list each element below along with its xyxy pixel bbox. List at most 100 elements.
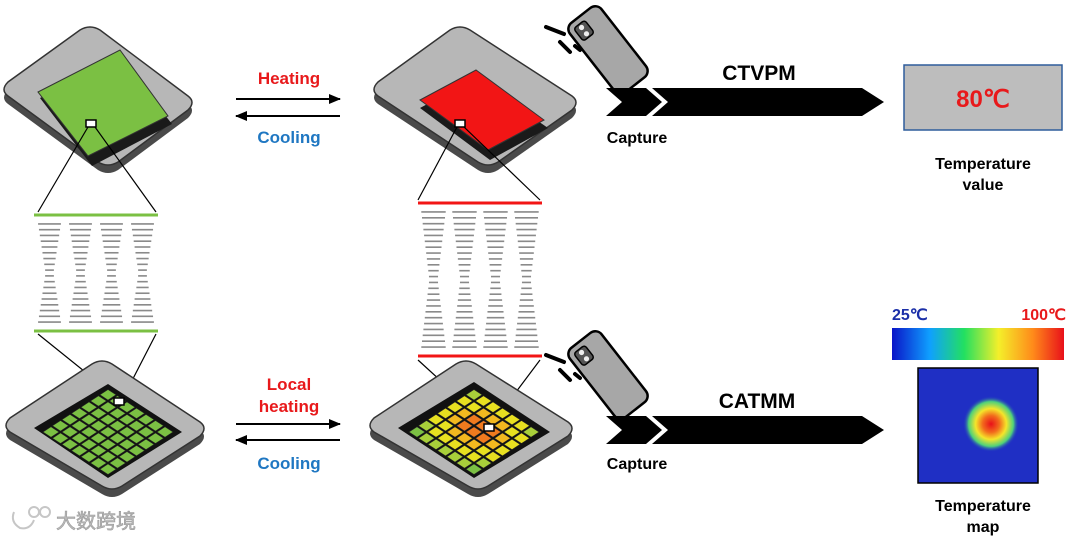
pixel-cell bbox=[70, 432, 89, 444]
pixel-cell bbox=[137, 426, 155, 438]
pixel-cell bbox=[127, 432, 146, 444]
pixel-cell bbox=[61, 426, 79, 438]
pixel-cell bbox=[512, 420, 531, 432]
pixel-cell bbox=[99, 389, 117, 401]
temperature-readout-value: 80℃ bbox=[956, 86, 1010, 113]
output-caption-bottom-line1: Temperature bbox=[935, 498, 1031, 515]
pixel-cell bbox=[156, 426, 174, 438]
heating-label: Heating bbox=[258, 69, 320, 88]
pixel-cell bbox=[436, 420, 455, 432]
pixel-cell bbox=[474, 457, 493, 469]
pixel-cell bbox=[465, 401, 483, 413]
pixel-cell bbox=[436, 444, 455, 457]
device-top-cool bbox=[3, 26, 193, 213]
pixel-cell bbox=[70, 407, 89, 420]
pixel-cell bbox=[99, 438, 117, 451]
local-heating-label-line1: Local bbox=[267, 375, 311, 394]
pixel-cell bbox=[42, 426, 60, 438]
pixel-cell bbox=[417, 432, 436, 444]
fiber-stack-hot bbox=[418, 201, 542, 358]
watermark-text: 大数跨境 bbox=[56, 509, 136, 533]
pixel-cell bbox=[137, 438, 155, 451]
pixel-cell bbox=[503, 413, 521, 426]
pixel-cell bbox=[465, 389, 483, 401]
pixel-cell bbox=[465, 426, 483, 438]
pixel-cell bbox=[455, 444, 474, 457]
cooling-label-bottom: Cooling bbox=[257, 454, 320, 473]
temperature-map-hotspot bbox=[963, 396, 1019, 452]
pixel-cell bbox=[465, 463, 483, 475]
scale-max-label: 100℃ bbox=[1021, 307, 1066, 324]
camera-flash-icon-bottom bbox=[544, 353, 582, 382]
temperature-readout-box bbox=[903, 64, 1063, 131]
pixel-cell bbox=[80, 413, 98, 426]
pixel-cell bbox=[503, 438, 521, 451]
pixel-cell bbox=[108, 432, 127, 444]
pixel-cell bbox=[474, 395, 493, 407]
pixel-cell bbox=[99, 413, 117, 426]
output-caption-top-line1: Temperature bbox=[935, 156, 1031, 173]
pixel-cell bbox=[455, 420, 474, 432]
pixel-cell bbox=[70, 444, 89, 457]
pixel-cell bbox=[70, 420, 89, 432]
chevron-arrow-icon-bottom bbox=[606, 416, 884, 444]
pixel-cell bbox=[455, 457, 474, 469]
pixel-cell bbox=[80, 451, 98, 463]
pixel-cell bbox=[522, 426, 540, 438]
pixel-cell bbox=[80, 426, 98, 438]
pixel-cell bbox=[474, 444, 493, 457]
pixel-cell bbox=[80, 438, 98, 451]
pixel-cell bbox=[484, 451, 502, 463]
pixel-cell bbox=[474, 407, 493, 420]
pixel-cell bbox=[80, 401, 98, 413]
pixel-cell bbox=[446, 451, 464, 463]
device-top-hot bbox=[373, 26, 577, 201]
pixel-cell bbox=[503, 426, 521, 438]
local-heating-label-line2: heating bbox=[259, 397, 319, 416]
pixel-cell bbox=[108, 420, 127, 432]
scale-min-label: 25℃ bbox=[892, 307, 928, 324]
method-label-catmm: CATMM bbox=[719, 390, 796, 413]
pixel-cell bbox=[61, 413, 79, 426]
pixel-cell bbox=[493, 432, 512, 444]
pixel-cell bbox=[455, 395, 474, 407]
pixel-cell bbox=[436, 432, 455, 444]
pixel-cell bbox=[89, 432, 108, 444]
device-bottom-hot bbox=[369, 359, 573, 497]
pixel-cell bbox=[446, 401, 464, 413]
pixel-cell bbox=[99, 463, 117, 475]
pixel-cell bbox=[465, 451, 483, 463]
double-arrow-icon-bottom bbox=[235, 419, 341, 445]
pixel-cell bbox=[484, 401, 502, 413]
pixel-cell bbox=[493, 444, 512, 457]
pixel-cell bbox=[484, 438, 502, 451]
pixel-cell bbox=[89, 457, 108, 469]
camera-flash-icon-top bbox=[544, 25, 582, 54]
pixel-cell bbox=[51, 432, 70, 444]
pixel-cell bbox=[427, 438, 445, 451]
device-bottom-cool bbox=[5, 333, 205, 497]
pixel-cell bbox=[118, 451, 136, 463]
pixel-cell bbox=[146, 420, 165, 432]
pixel-cell bbox=[465, 413, 483, 426]
pixel-cell bbox=[446, 413, 464, 426]
pixel-cell bbox=[51, 420, 70, 432]
pixel-cell bbox=[118, 413, 136, 426]
phone-camera-icon-bottom bbox=[567, 329, 649, 421]
color-scale-bar bbox=[892, 328, 1064, 360]
pixel-cell bbox=[89, 395, 108, 407]
phone-camera-icon-top bbox=[567, 4, 649, 96]
pixel-cell bbox=[446, 438, 464, 451]
pixel-cell bbox=[108, 407, 127, 420]
chevron-arrow-icon-top bbox=[606, 88, 884, 116]
pixel-cell bbox=[61, 438, 79, 451]
pixel-cell bbox=[436, 407, 455, 420]
pixel-cell bbox=[108, 457, 127, 469]
pixel-cell bbox=[127, 420, 146, 432]
pixel-cell bbox=[108, 444, 127, 457]
cooling-label-top: Cooling bbox=[257, 128, 320, 147]
pixel-cell bbox=[118, 438, 136, 451]
pixel-cell bbox=[427, 413, 445, 426]
pixel-cell bbox=[137, 413, 155, 426]
